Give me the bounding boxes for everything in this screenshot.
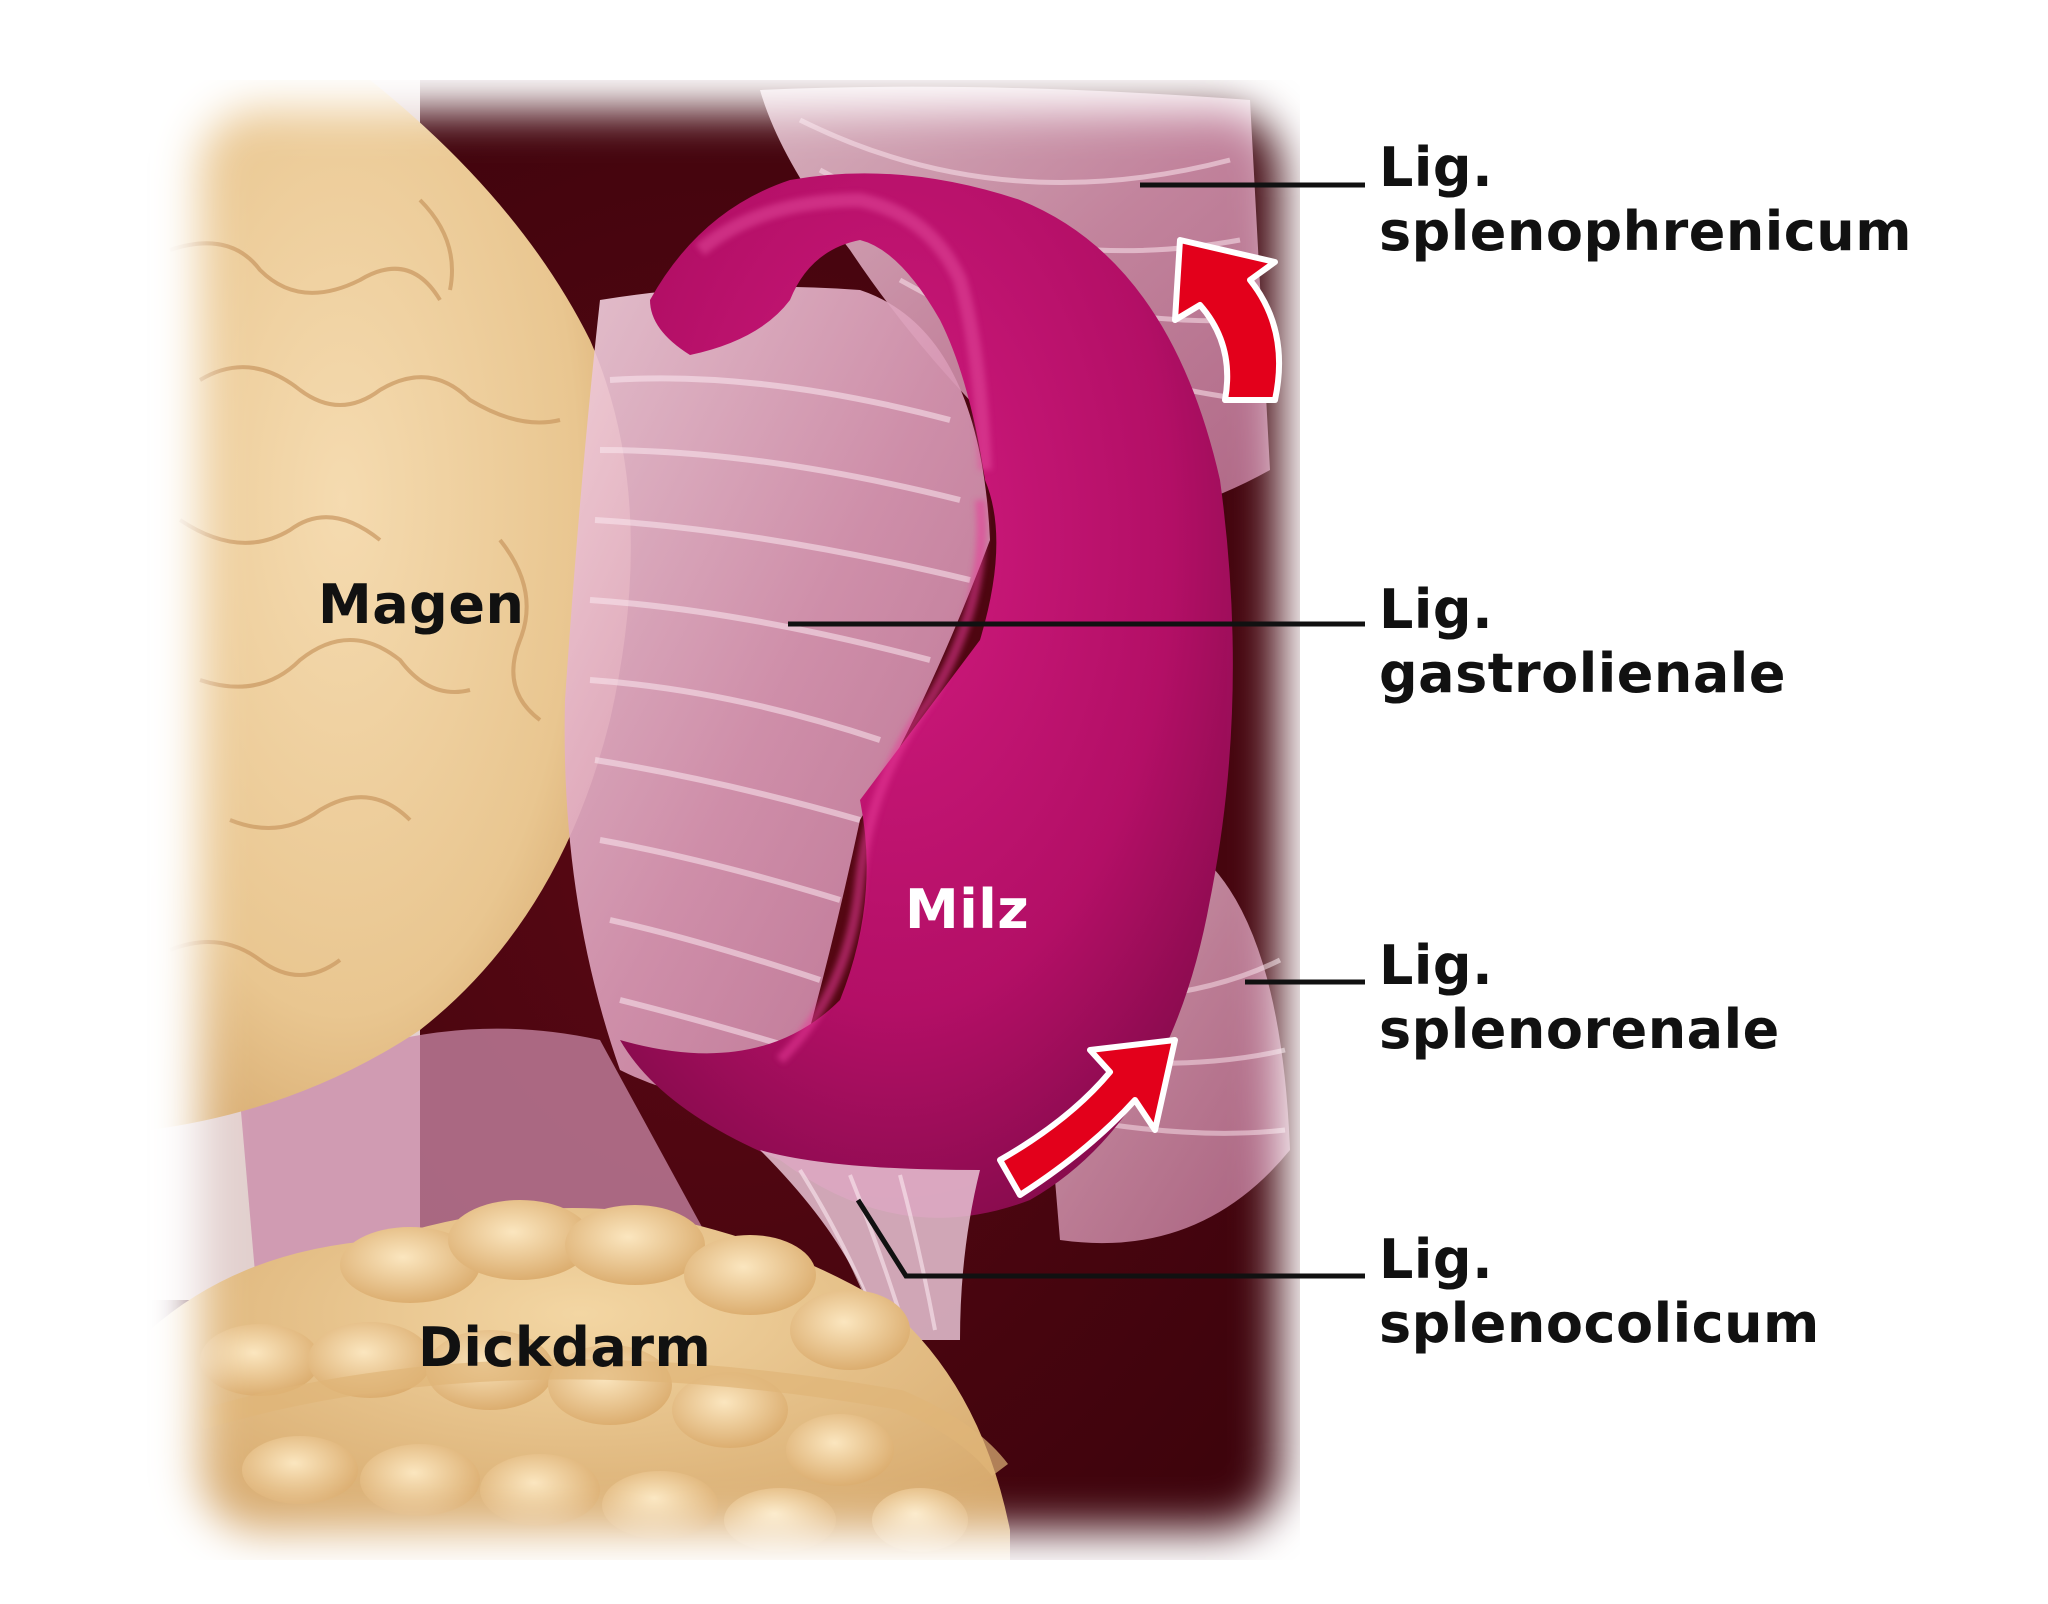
callout-line2: splenorenale xyxy=(1379,998,1780,1061)
callout-line2: splenophrenicum xyxy=(1379,200,1912,263)
arrow-up-icon xyxy=(997,1037,1178,1198)
leader-lines xyxy=(788,182,1365,1279)
callout-line1: Lig. xyxy=(1379,136,1494,199)
colon-taenia xyxy=(197,1359,1008,1477)
label-milz: Milz xyxy=(905,878,1030,941)
spleen-rim-highlight xyxy=(695,192,992,471)
callout-splenorenale: Lig. splenorenale xyxy=(1379,934,1780,1062)
ligament-gastrolienale xyxy=(564,286,990,1103)
stomach xyxy=(150,80,631,1130)
callout-gastrolienale: Lig. gastrolienale xyxy=(1379,578,1786,706)
callout-line1: Lig. xyxy=(1379,934,1494,997)
callout-line1: Lig. xyxy=(1379,578,1494,641)
callout-splenocolicum: Lig. splenocolicum xyxy=(1379,1228,1820,1356)
callout-line1: Lig. xyxy=(1379,1228,1494,1291)
callout-line2: splenocolicum xyxy=(1379,1292,1820,1355)
callout-splenophrenicum: Lig. splenophrenicum xyxy=(1379,136,1912,264)
spleen xyxy=(620,173,1233,1218)
label-dickdarm: Dickdarm xyxy=(418,1316,712,1379)
label-magen: Magen xyxy=(318,573,525,636)
illustration xyxy=(140,80,1300,1560)
leader-splenocolicum xyxy=(855,1198,1365,1279)
callout-line2: gastrolienale xyxy=(1379,642,1786,705)
spleen-inner-edge xyxy=(776,499,987,1064)
arrow-up-icon xyxy=(1172,237,1283,403)
